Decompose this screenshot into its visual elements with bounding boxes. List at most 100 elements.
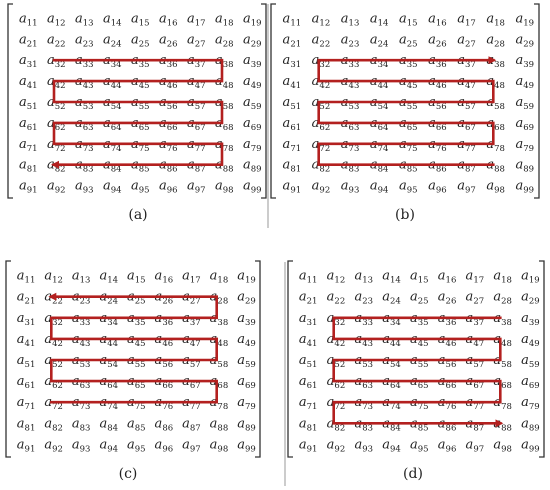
matrix-element: a54: [99, 353, 118, 370]
matrix-element: a45: [127, 332, 146, 349]
matrix-element: a42: [327, 332, 346, 349]
matrix-element: a67: [457, 116, 476, 133]
matrix-element: a85: [399, 158, 418, 175]
matrix-element: a78: [215, 137, 234, 154]
matrix-element: a51: [19, 95, 38, 112]
matrix-element: a41: [299, 332, 318, 349]
matrix-element: a53: [354, 353, 373, 370]
matrix-element: a77: [182, 395, 201, 412]
panel-caption: (a): [128, 207, 147, 223]
matrix-element: a94: [99, 437, 118, 454]
matrix-element: a58: [486, 95, 505, 112]
matrix-element: a13: [354, 269, 373, 286]
matrix-element: a88: [210, 416, 229, 433]
matrix-element: a26: [428, 32, 447, 49]
matrix-element: a56: [155, 353, 174, 370]
matrix-element: a34: [103, 53, 122, 70]
matrix-element: a92: [327, 437, 346, 454]
matrix-element: a36: [155, 311, 174, 328]
matrix-element: a63: [341, 116, 360, 133]
matrix-element: a79: [237, 395, 256, 412]
matrix-element: a18: [486, 11, 505, 28]
matrix-element: a82: [312, 158, 331, 175]
matrix-element: a68: [486, 116, 505, 133]
matrix-element: a36: [438, 311, 457, 328]
matrix-element: a44: [99, 332, 118, 349]
matrix-element: a29: [243, 32, 262, 49]
matrix-element: a73: [341, 137, 360, 154]
matrix-element: a41: [19, 74, 38, 91]
matrix-element: a12: [312, 11, 331, 28]
matrix-element: a21: [19, 32, 38, 49]
matrix-element: a11: [283, 11, 302, 28]
matrix-element: a59: [521, 353, 540, 370]
matrix-element: a55: [127, 353, 146, 370]
matrix-element: a42: [44, 332, 63, 349]
panel-caption: (b): [395, 207, 415, 223]
matrix-element: a44: [382, 332, 401, 349]
matrix-element: a39: [237, 311, 256, 328]
matrix-element: a66: [159, 116, 178, 133]
matrix-element: a11: [19, 11, 38, 28]
matrix-element: a31: [17, 311, 36, 328]
matrix-element: a35: [127, 311, 146, 328]
matrix-element: a23: [341, 32, 360, 49]
matrix-element: a37: [457, 53, 476, 70]
matrix-element: a34: [382, 311, 401, 328]
panel-caption: (d): [403, 466, 423, 482]
matrix-element: a36: [159, 53, 178, 70]
matrix-element: a41: [17, 332, 36, 349]
matrix-element: a71: [19, 137, 38, 154]
matrix-element: a35: [410, 311, 429, 328]
matrix-element: a43: [75, 74, 94, 91]
matrix-element: a79: [243, 137, 262, 154]
matrix-element: a25: [410, 290, 429, 307]
matrix-element: a59: [237, 353, 256, 370]
matrix-element: a44: [103, 74, 122, 91]
matrix-element: a79: [515, 137, 534, 154]
matrix-element: a35: [399, 53, 418, 70]
matrix-element: a13: [75, 11, 94, 28]
matrix-element: a15: [127, 269, 146, 286]
matrix-element: a22: [47, 32, 66, 49]
matrix-element: a86: [438, 416, 457, 433]
matrix-element: a61: [299, 374, 318, 391]
panel-caption: (c): [119, 466, 138, 482]
matrix-element: a35: [131, 53, 150, 70]
matrix-element: a83: [341, 158, 360, 175]
matrix-element: a52: [312, 95, 331, 112]
matrix-element: a67: [182, 374, 201, 391]
matrix-element: a95: [131, 179, 150, 196]
matrix-element: a96: [155, 437, 174, 454]
matrix-element: a38: [215, 53, 234, 70]
matrix-element: a12: [44, 269, 63, 286]
matrix-element: a24: [103, 32, 122, 49]
matrix-element: a44: [370, 74, 389, 91]
matrix-element: a84: [103, 158, 122, 175]
matrix-element: a54: [382, 353, 401, 370]
matrix-element: a65: [127, 374, 146, 391]
matrix-element: a67: [466, 374, 485, 391]
matrix-element: a86: [159, 158, 178, 175]
matrix-element: a97: [457, 179, 476, 196]
matrix-element: a95: [127, 437, 146, 454]
matrix-element: a85: [410, 416, 429, 433]
matrix-element: a16: [438, 269, 457, 286]
matrix-element: a19: [243, 11, 262, 28]
matrix-element: a59: [515, 95, 534, 112]
matrix-element: a99: [515, 179, 534, 196]
matrix-element: a14: [103, 11, 122, 28]
scan-path: [317, 56, 497, 166]
matrix-element: a28: [486, 32, 505, 49]
matrix-element: a29: [237, 290, 256, 307]
matrix-element: a78: [486, 137, 505, 154]
matrix-element: a32: [44, 311, 63, 328]
matrix-element: a95: [399, 179, 418, 196]
matrix-element: a18: [210, 269, 229, 286]
matrix-element: a69: [237, 374, 256, 391]
matrix-element: a49: [515, 74, 534, 91]
scan-path: [332, 316, 504, 428]
matrix-element: a17: [187, 11, 206, 28]
matrix-element: a32: [327, 311, 346, 328]
matrix-element: a92: [44, 437, 63, 454]
